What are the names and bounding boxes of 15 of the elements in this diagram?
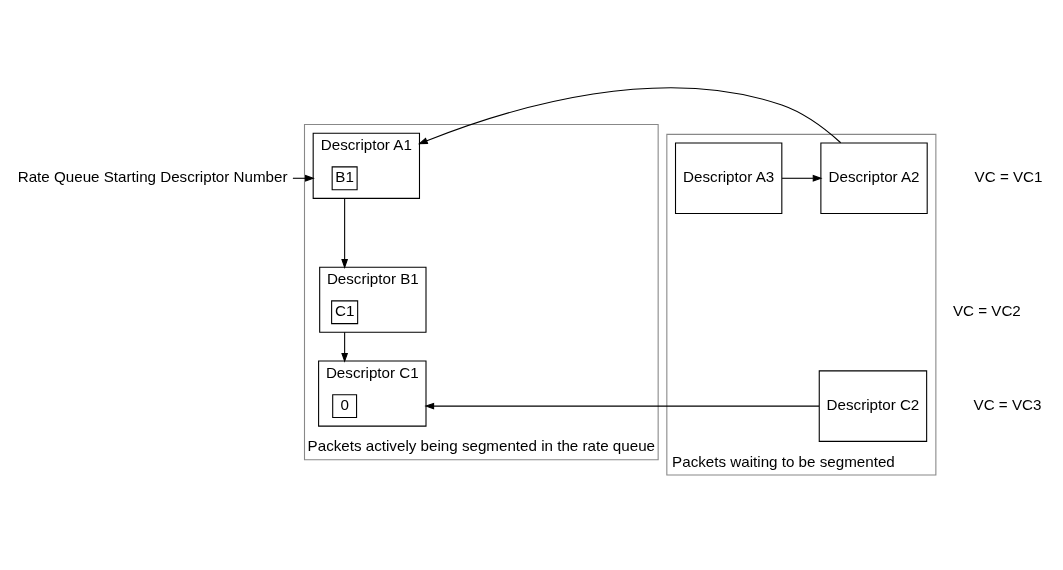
node-box: 0 [332,393,358,418]
arrow [341,197,349,269]
node-box: B1 [331,165,358,190]
node-text: Rate Queue Starting Descriptor Number [17,167,288,185]
node-box: Descriptor C2 [818,369,928,442]
node-box: C1 [331,299,359,324]
label: VC = VC1 [974,167,1043,185]
label: VC = VC3 [973,395,1042,413]
arrow [781,174,823,182]
node-box: Descriptor A3 [674,142,783,214]
arrow [417,86,842,144]
node-box: Descriptor A2 [820,142,928,214]
arrow [341,331,349,363]
label: VC = VC2 [952,301,1021,319]
arrow [424,402,820,409]
